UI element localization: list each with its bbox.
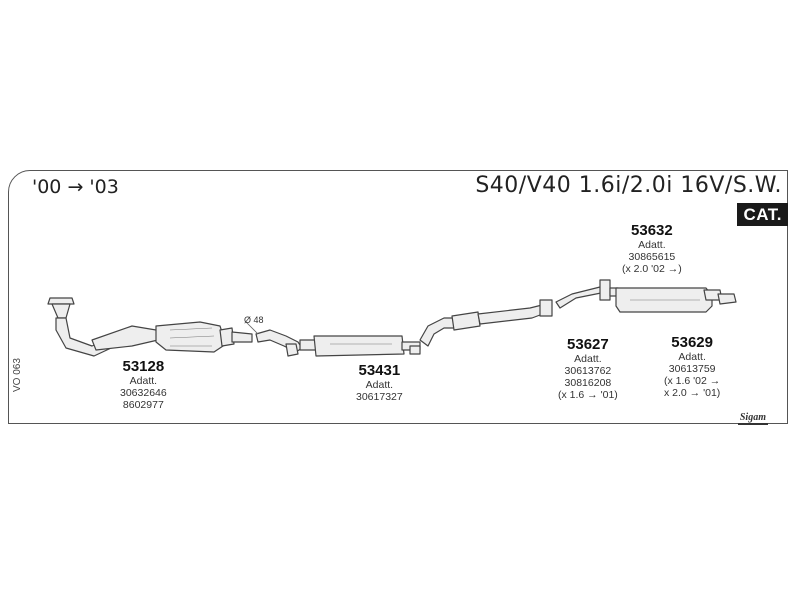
part-label-53632: 53632 Adatt. 30865615 (x 2.0 '02 →) — [622, 222, 682, 275]
part-label-53629: 53629 Adatt. 30613759 (x 1.6 '02 → x 2.0… — [664, 334, 720, 400]
part-code: 8602977 — [122, 399, 164, 412]
part-number: 53627 — [567, 336, 609, 353]
centre-silencer-53431[interactable] — [255, 317, 459, 357]
part-adatt: Adatt. — [678, 351, 706, 364]
part-code: 30613762 — [564, 365, 612, 378]
rear-silencer-53632[interactable] — [555, 279, 737, 313]
part-number: 53632 — [631, 222, 673, 239]
part-code: 30816208 — [564, 377, 612, 390]
part-code: (x 1.6 '02 → — [664, 375, 721, 388]
brand-logo: Sigam — [737, 412, 768, 425]
part-label-53627: 53627 Adatt. 30613762 30816208 (x 1.6 → … — [558, 336, 618, 402]
rear-pipe-53627[interactable] — [451, 299, 553, 331]
model-title: S40/V40 1.6i/2.0i 16V/S.W. — [475, 173, 782, 198]
part-adatt: Adatt. — [638, 239, 666, 252]
part-code: 30617327 — [356, 391, 403, 404]
part-number: 53431 — [358, 362, 401, 379]
part-code: 30865615 — [628, 251, 676, 264]
part-code: x 2.0 → '01) — [664, 387, 721, 400]
part-number: 53128 — [122, 358, 165, 375]
part-adatt: Adatt. — [574, 353, 602, 366]
part-code: (x 2.0 '02 →) — [622, 263, 682, 276]
part-number: 53629 — [671, 334, 713, 351]
part-code: (x 1.6 → '01) — [558, 389, 618, 402]
part-adatt: Adatt. — [365, 379, 394, 392]
part-code: 30613759 — [668, 363, 716, 376]
front-pipe-53128[interactable] — [47, 297, 253, 357]
part-label-53431: 53431 Adatt. 30617327 — [356, 362, 403, 403]
part-label-53128: 53128 Adatt. 30632646 8602977 — [120, 358, 167, 411]
year-range: '00 → '03 — [32, 176, 119, 198]
diagram-frame — [8, 170, 788, 424]
part-code: 30632646 — [120, 387, 167, 400]
cat-badge: CAT. — [737, 203, 788, 226]
part-adatt: Adatt. — [129, 375, 158, 388]
diameter-label: Ø 48 — [244, 315, 264, 325]
